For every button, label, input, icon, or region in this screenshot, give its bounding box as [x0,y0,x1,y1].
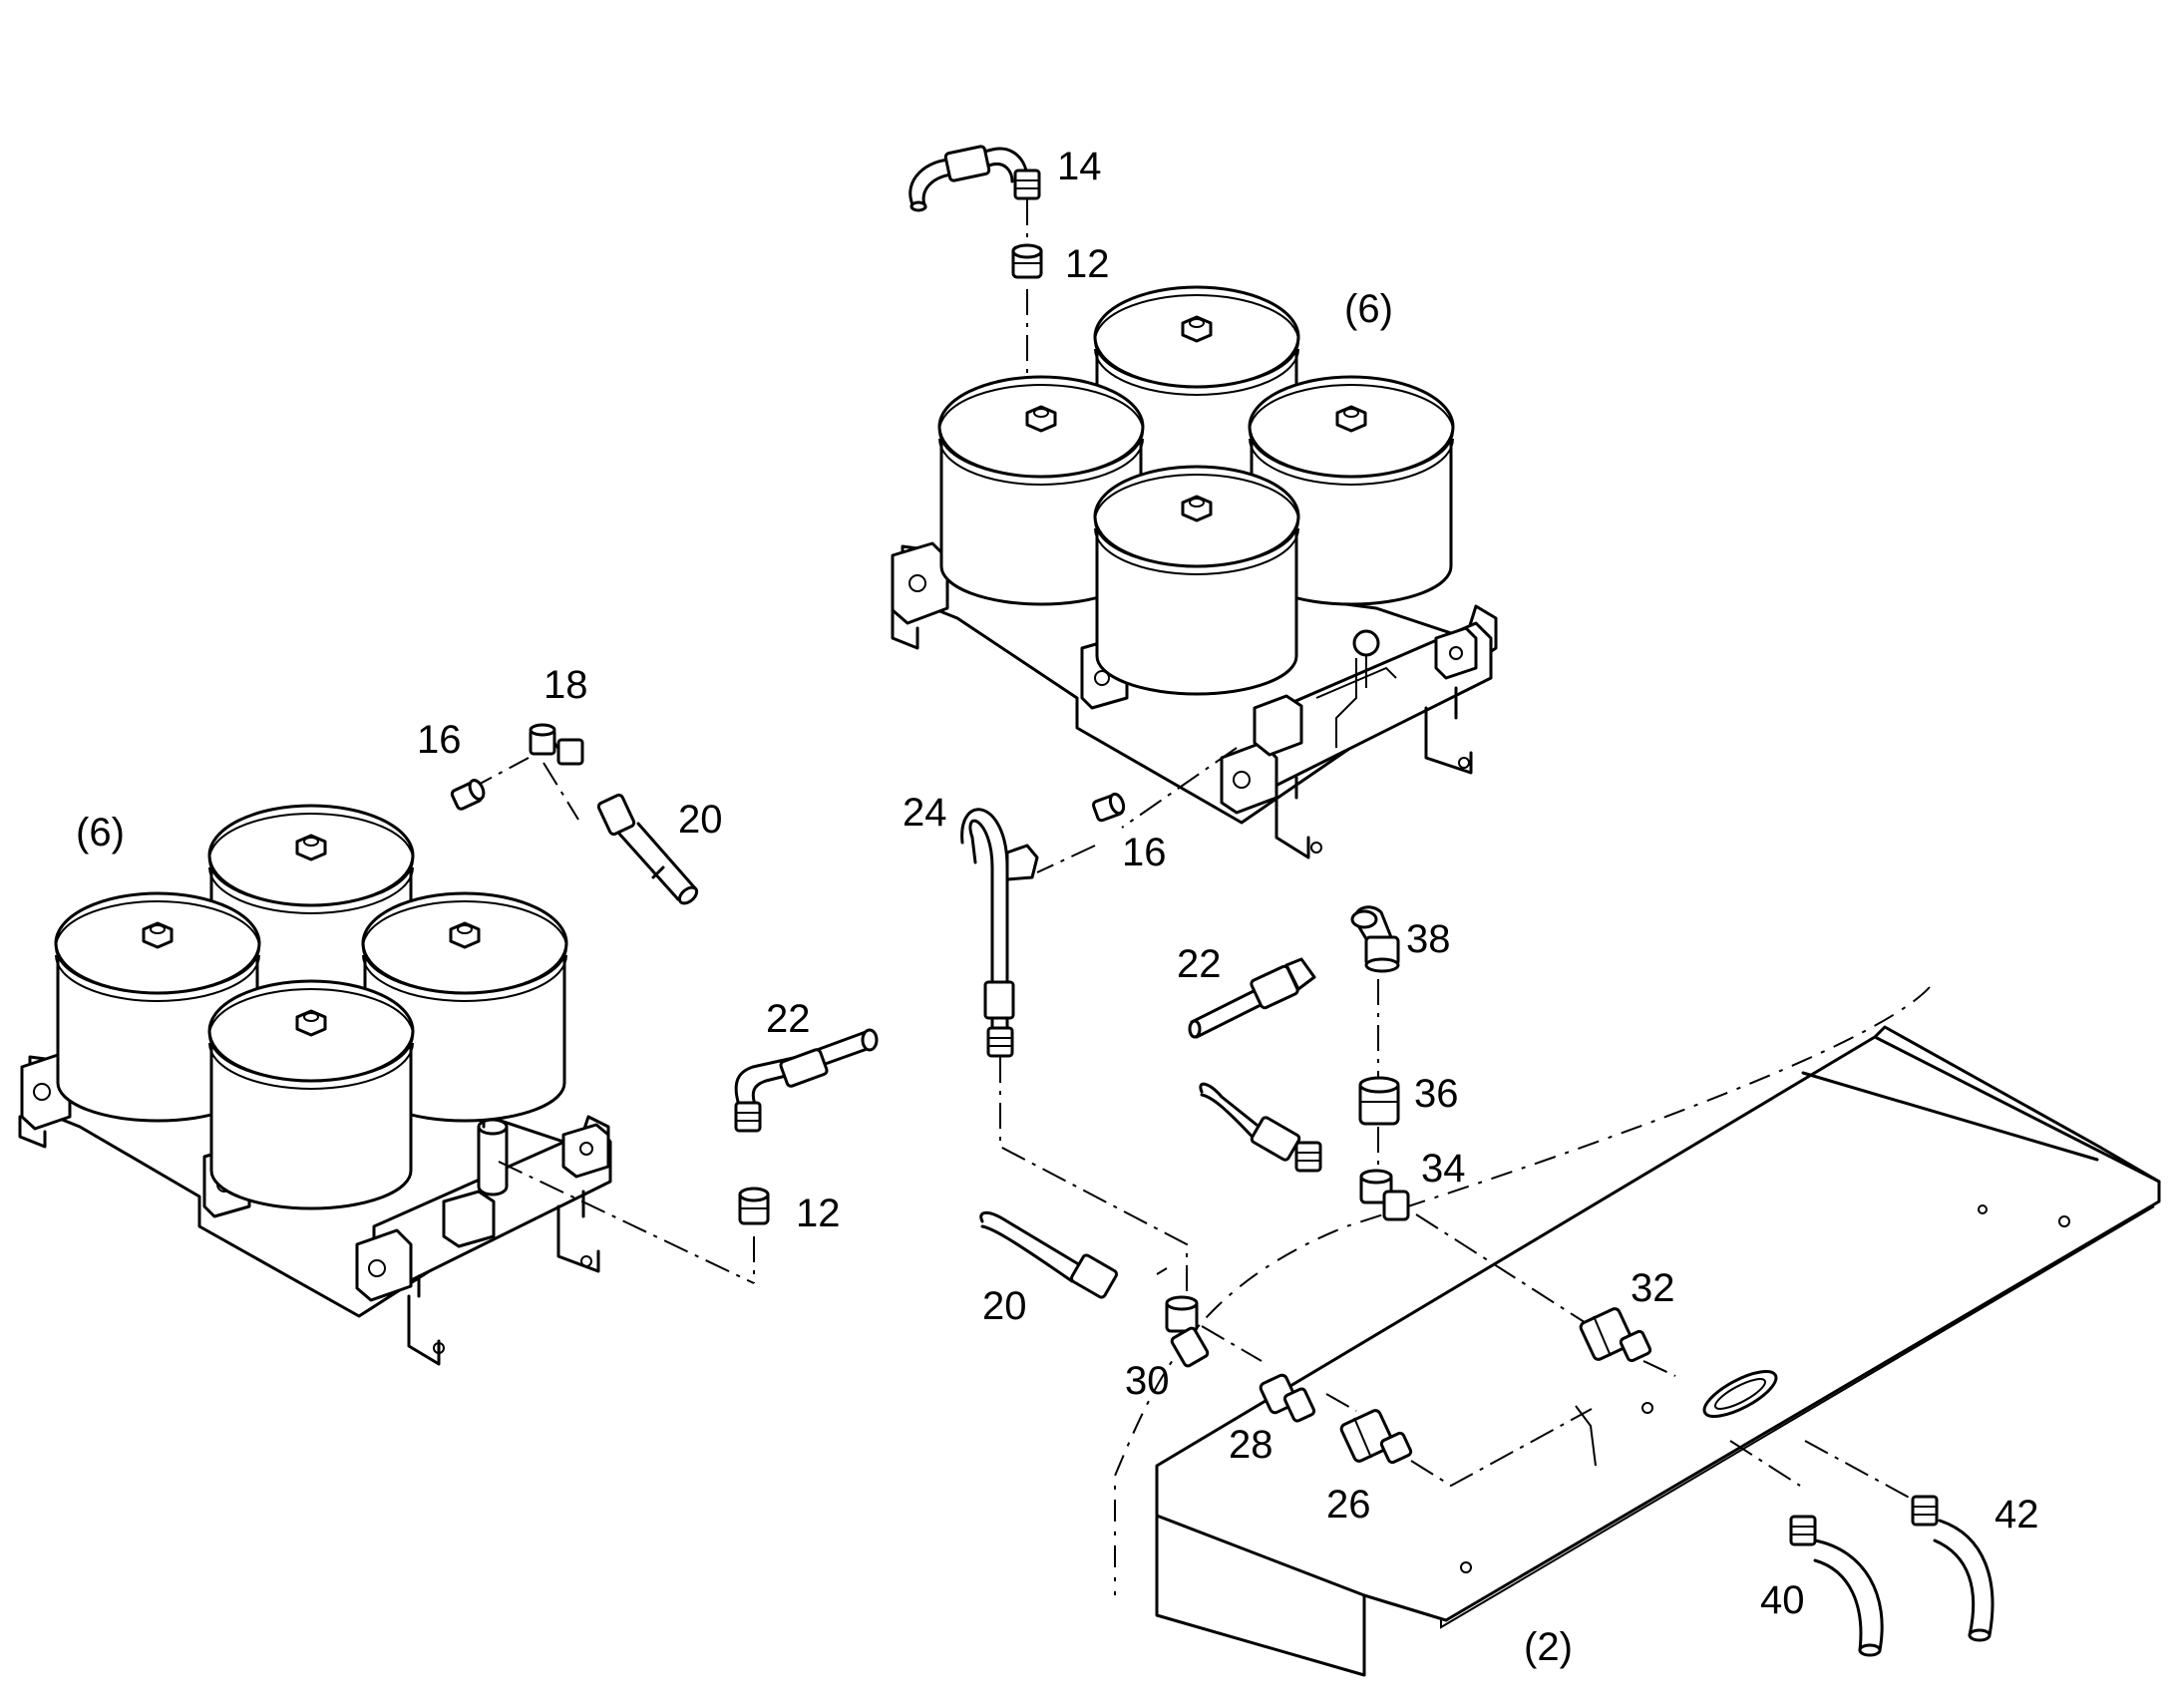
item-16-mid-adapter [1091,792,1126,823]
item-20-mid-hose [979,1210,1118,1299]
item-18-elbow [529,723,584,766]
item-22-right-hose [1188,957,1316,1039]
callout-36: 36 [1414,1072,1459,1116]
item-20-left-hose [596,793,699,905]
callout-32: 32 [1631,1266,1675,1310]
callout-20-left: 20 [678,798,723,842]
item-12-left-adapter [738,1187,770,1225]
item-28-adapter [1259,1373,1316,1423]
callout-30: 30 [1125,1359,1170,1403]
callout-6-top: (6) [1344,287,1393,331]
callout-26: 26 [1326,1483,1371,1527]
callout-labels: 14 12 (6) 18 16 20 (6) 24 16 22 38 22 36… [76,145,2039,1669]
callout-12-top: 12 [1065,242,1110,286]
callout-12-left: 12 [796,1192,841,1235]
item-30-tee [1165,1295,1210,1368]
callout-14: 14 [1057,145,1102,188]
callout-16-mid: 16 [1122,831,1167,874]
item-12-top-adapter [1011,243,1043,279]
callout-42: 42 [1995,1493,2039,1537]
callout-22-right: 22 [1177,942,1222,986]
callout-18: 18 [544,663,588,707]
item-38-elbow [1350,905,1400,973]
callout-28: 28 [1229,1423,1273,1467]
callout-6-left: (6) [76,811,125,854]
callout-2: (2) [1524,1625,1573,1669]
base-panel [1114,986,2161,1677]
item-22-left-hose [734,1028,879,1133]
item-24-hose [960,808,1039,1058]
callout-22-left: 22 [766,997,811,1041]
item-42-hose [1911,1495,1995,1642]
callout-38: 38 [1406,917,1451,961]
item-40-hose [1789,1515,1884,1657]
item-14-hose [908,145,1041,212]
upper-filter-assembly [891,285,1498,859]
item-36-adapter [1358,1076,1400,1126]
callout-40: 40 [1760,1578,1805,1622]
item-32-adapter [1579,1307,1652,1363]
callout-24: 24 [903,791,947,835]
item-34-hose [1199,1082,1322,1173]
left-filter-assembly [18,804,612,1366]
item-26-adapter [1339,1409,1413,1465]
callout-34: 34 [1421,1147,1466,1191]
callout-20-mid: 20 [982,1284,1027,1328]
item-16-left-adapter [450,779,486,811]
item-34-tee [1359,1169,1410,1221]
callout-16-left: 16 [417,718,462,762]
center-lines [468,199,1916,1502]
